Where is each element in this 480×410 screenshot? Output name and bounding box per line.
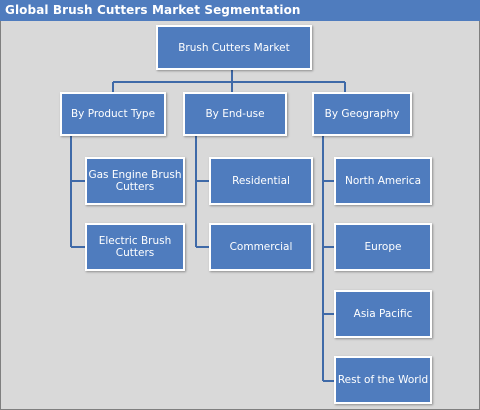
branch-node-label: By Geography <box>324 108 400 120</box>
leaf-node-label: Electric Brush Cutters <box>98 235 172 259</box>
leaf-node-north-america: North America <box>334 157 432 205</box>
leaf-node-label: Residential <box>232 175 290 187</box>
leaf-node-residential: Residential <box>209 157 313 205</box>
leaf-node-label: North America <box>344 175 422 187</box>
leaf-node-asia-pacific: Asia Pacific <box>334 290 432 338</box>
leaf-node-commercial: Commercial <box>209 223 313 271</box>
leaf-node-gas-engine: Gas Engine Brush Cutters <box>85 157 185 205</box>
branch-node-end-use: By End-use <box>183 92 287 136</box>
leaf-node-label: Europe <box>364 241 402 253</box>
leaf-node-label: Gas Engine Brush Cutters <box>88 169 182 193</box>
root-node: Brush Cutters Market <box>156 25 312 70</box>
branch-node-label: By End-use <box>205 108 265 120</box>
leaf-node-label: Commercial <box>229 241 293 253</box>
title-bar: Global Brush Cutters Market Segmentation <box>0 0 480 21</box>
leaf-node-label: Rest of the World <box>337 374 429 386</box>
diagram-title: Global Brush Cutters Market Segmentation <box>5 3 301 17</box>
leaf-node-electric: Electric Brush Cutters <box>85 223 185 271</box>
branch-node-product-type: By Product Type <box>60 92 166 136</box>
leaf-node-rest-of-world: Rest of the World <box>334 356 432 404</box>
branch-node-label: By Product Type <box>70 108 156 120</box>
root-node-label: Brush Cutters Market <box>178 41 290 54</box>
leaf-node-europe: Europe <box>334 223 432 271</box>
branch-node-geography: By Geography <box>312 92 412 136</box>
leaf-node-label: Asia Pacific <box>353 308 413 320</box>
